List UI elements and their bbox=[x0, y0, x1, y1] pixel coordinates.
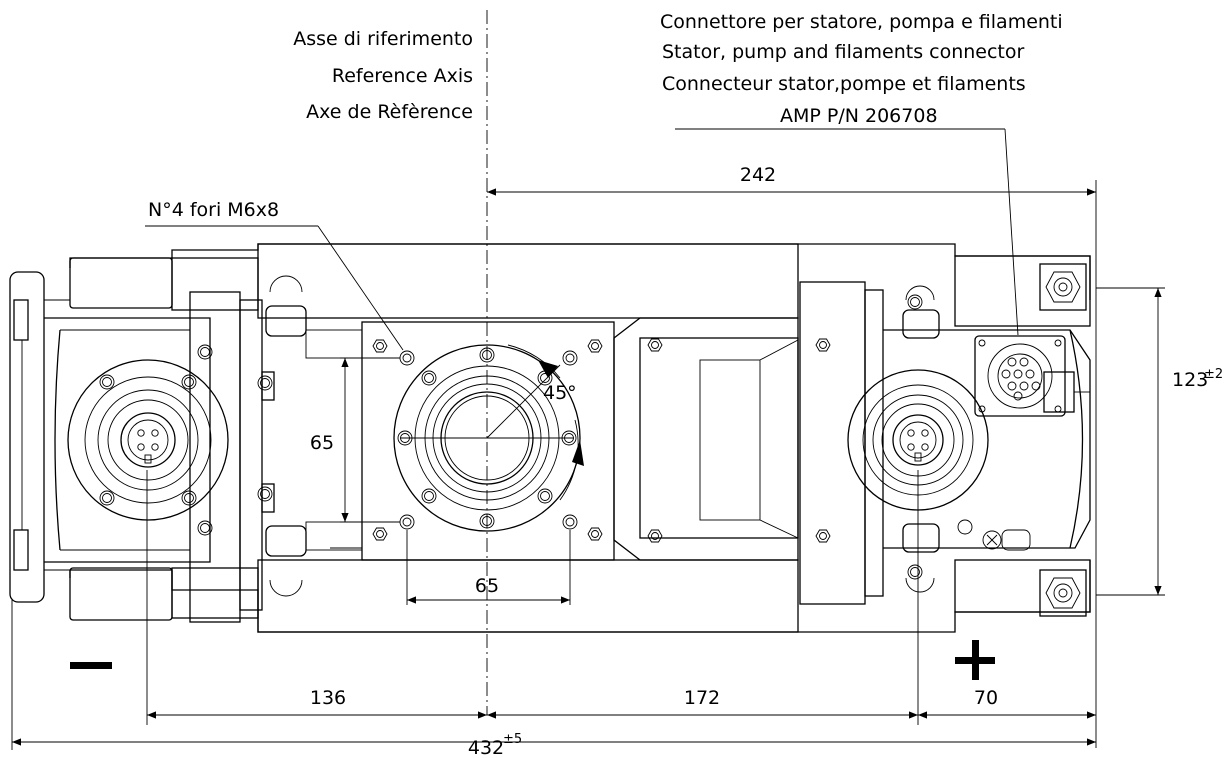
dim-432: 432 bbox=[468, 737, 504, 758]
dim-65-vertical: 65 bbox=[310, 432, 334, 454]
dim-136: 136 bbox=[310, 687, 346, 709]
dim-123-tolerance: ±2 bbox=[1204, 367, 1223, 382]
axis-label-it: Asse di riferimento bbox=[293, 28, 473, 50]
axis-label-en: Reference Axis bbox=[332, 65, 473, 87]
dim-242: 242 bbox=[740, 164, 776, 186]
holes-label: N°4 fori M6x8 bbox=[148, 199, 279, 221]
dim-angle-45: 45° bbox=[543, 382, 577, 404]
connector-label-en: Stator, pump and filaments connector bbox=[662, 41, 1024, 63]
connector-label-it: Connettore per statore, pompa e filament… bbox=[660, 11, 1063, 33]
connector-part-number: AMP P/N 206708 bbox=[780, 105, 938, 127]
dim-70: 70 bbox=[974, 687, 998, 709]
connector-label-group: Connettore per statore, pompa e filament… bbox=[660, 11, 1063, 127]
dim-432-tolerance: ±5 bbox=[503, 732, 522, 747]
dim-65-horizontal: 65 bbox=[475, 575, 499, 597]
center-chamber-nuts bbox=[647, 338, 831, 543]
left-port bbox=[67, 344, 273, 536]
center-port bbox=[372, 339, 603, 541]
axis-label-fr: Axe de Rèfèrence bbox=[306, 101, 473, 123]
minus-sign bbox=[70, 662, 112, 669]
connector-label-fr: Connecteur stator,pompe et filaments bbox=[662, 73, 1026, 95]
ground-fittings bbox=[957, 263, 1087, 617]
dim-123: 123 bbox=[1172, 369, 1208, 391]
amp-connector bbox=[974, 335, 1066, 417]
dim-172: 172 bbox=[684, 687, 720, 709]
axis-label-group: Asse di riferimento Reference Axis Axe d… bbox=[293, 28, 473, 123]
pump-body bbox=[9, 243, 1091, 633]
dimension-lines bbox=[11, 128, 1165, 750]
plus-sign bbox=[955, 640, 995, 680]
